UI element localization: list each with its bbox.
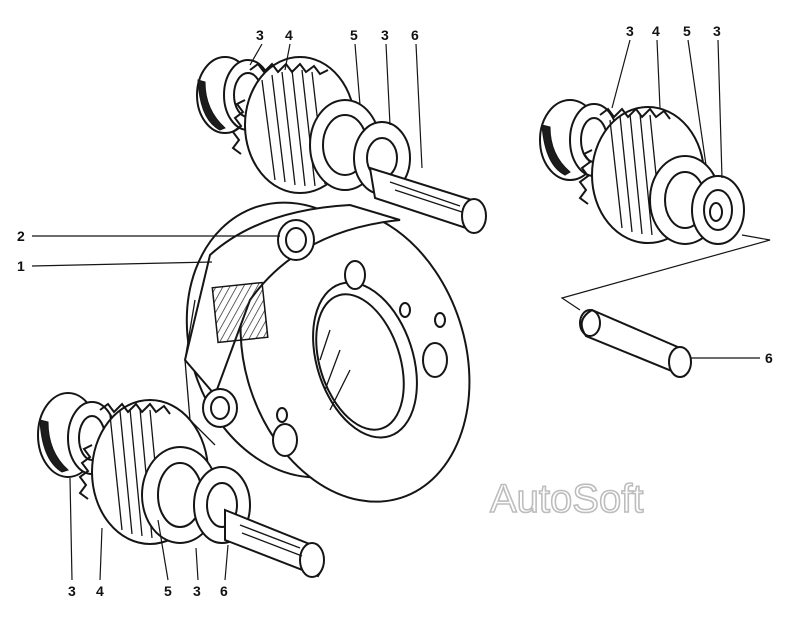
- label-washer-2: 2: [17, 228, 25, 244]
- planet-pin: [579, 308, 692, 378]
- label-top-4: 4: [285, 27, 293, 43]
- label-top-6: 6: [411, 27, 419, 43]
- watermark: AutoSoft: [490, 477, 643, 521]
- label-right-5: 5: [683, 23, 691, 39]
- label-top-5: 5: [350, 27, 358, 43]
- leader-lines: [31, 39, 771, 581]
- label-bottom-3a: 3: [68, 583, 76, 599]
- label-pin-6: 6: [765, 350, 773, 366]
- planet-gear-assembly-top: [196, 56, 487, 234]
- label-bottom-4: 4: [96, 583, 104, 599]
- thrust-washer: [277, 219, 315, 261]
- planet-gear-assembly-bottom: [37, 392, 325, 578]
- label-top-3b: 3: [381, 27, 389, 43]
- label-right-3a: 3: [626, 23, 634, 39]
- label-bottom-3b: 3: [193, 583, 201, 599]
- label-bottom-6: 6: [220, 583, 228, 599]
- label-carrier-1: 1: [17, 258, 25, 274]
- label-right-4: 4: [652, 23, 660, 39]
- part-labels: 3 4 5 3 6 3 4 5 3 2 1 6 3 4 5 3 6: [17, 23, 773, 599]
- label-bottom-5: 5: [164, 583, 172, 599]
- label-right-3b: 3: [713, 23, 721, 39]
- label-top-3a: 3: [256, 27, 264, 43]
- planet-carrier: [183, 201, 471, 503]
- planet-gear-assembly-right: [539, 99, 745, 245]
